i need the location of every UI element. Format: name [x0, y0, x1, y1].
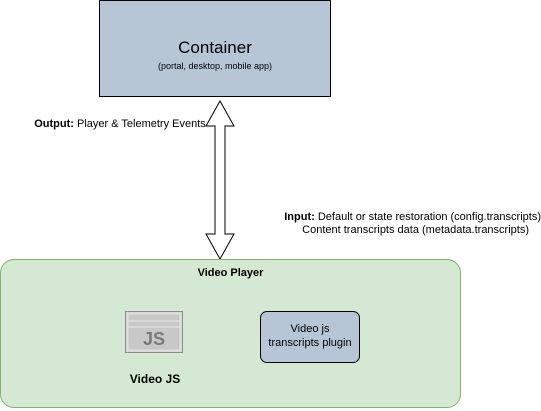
- output-label: Output: Player & Telemetry Events: [30, 118, 210, 131]
- input-line-1: Input: Default or state restoration (con…: [246, 211, 541, 224]
- output-label-text: Player & Telemetry Events: [73, 118, 206, 130]
- input-label-bold: Input:: [284, 211, 315, 223]
- transcripts-plugin-label: Video js transcripts plugin: [260, 322, 360, 350]
- bidirectional-arrow: [205, 100, 235, 260]
- plugin-line-1: Video js: [290, 323, 330, 335]
- container-subtitle: (portal, desktop, mobile app): [157, 61, 273, 71]
- js-logo-text: JS: [143, 329, 165, 349]
- js-file-icon: JS: [125, 311, 183, 353]
- container-title: Container: [178, 38, 252, 57]
- input-line-2: Content transcripts data (metadata.trans…: [302, 224, 529, 236]
- plugin-line-2: transcripts plugin: [268, 337, 352, 349]
- video-player-title: Video Player: [197, 267, 264, 279]
- output-label-bold: Output:: [34, 118, 74, 130]
- input-line-1-text: Default or state restoration (config.tra…: [314, 211, 541, 223]
- videojs-label: Video JS: [129, 372, 181, 386]
- container-box: [99, 0, 331, 97]
- video-player-box: [0, 259, 461, 408]
- input-label: Input: Default or state restoration (con…: [246, 211, 541, 237]
- transcripts-plugin-box: [260, 311, 360, 363]
